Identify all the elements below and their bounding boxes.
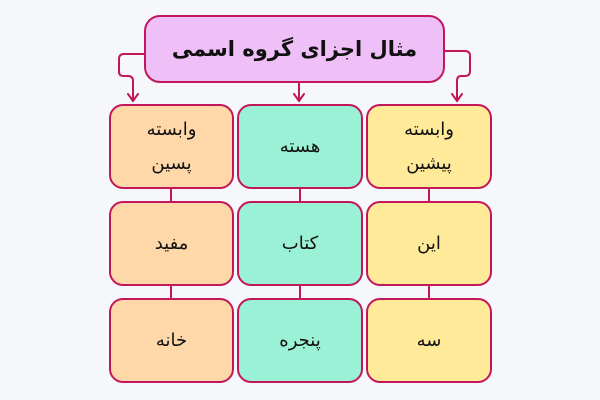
- example-word: این: [417, 232, 441, 254]
- head-example-2: پنجره: [237, 298, 363, 383]
- pre-dependent-example-1: این: [366, 201, 492, 286]
- example-word: سه: [416, 329, 442, 351]
- post-dependent-example-1: مفید: [109, 201, 234, 286]
- arrow-down-icon: [444, 50, 471, 102]
- arrow-down-icon: [293, 82, 305, 102]
- diagram-title-text: مثال اجزای گروه اسمی: [171, 37, 418, 61]
- header-line-1: وابسته: [146, 118, 197, 140]
- example-word: کتاب: [281, 232, 319, 254]
- pre-dependent-header: وابسته پیشین: [366, 104, 492, 189]
- post-dependent-header: وابسته پسین: [109, 104, 234, 189]
- example-word: خانه: [155, 329, 188, 351]
- example-word: پنجره: [279, 329, 321, 351]
- header-label: هسته: [279, 135, 321, 157]
- arrow-down-icon: [118, 53, 145, 102]
- pre-dependent-example-2: سه: [366, 298, 492, 383]
- header-line-1: وابسته: [404, 118, 454, 140]
- header-line-2: پیشین: [406, 152, 452, 174]
- head-example-1: کتاب: [237, 201, 363, 286]
- head-header: هسته: [237, 104, 363, 189]
- post-dependent-example-2: خانه: [109, 298, 234, 383]
- header-line-2: پسین: [151, 152, 192, 174]
- example-word: مفید: [154, 232, 189, 254]
- diagram-title: مثال اجزای گروه اسمی: [144, 15, 445, 83]
